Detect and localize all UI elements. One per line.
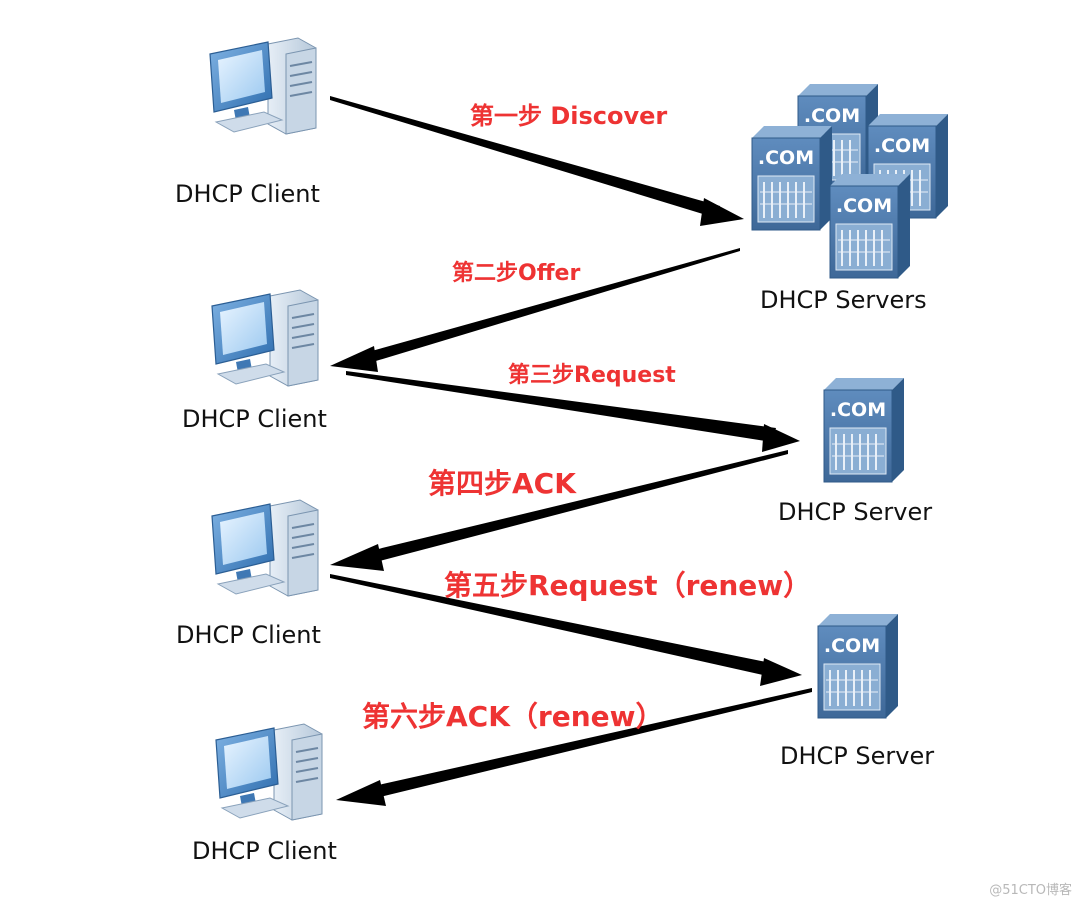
- step-label-6: 第六步ACK（renew）: [362, 700, 664, 733]
- server-badge-label: .COM: [804, 105, 860, 127]
- client-label-4: DHCP Client: [192, 837, 337, 865]
- step-label-1: 第一步 Discover: [470, 102, 667, 130]
- server-badge-label: .COM: [836, 195, 892, 217]
- arrow-discover: [330, 96, 744, 226]
- arrow-ack: [330, 450, 788, 571]
- arrow-ack-renew: [336, 688, 812, 806]
- servers-cluster: .COM .COM .COM .COM: [751, 83, 949, 279]
- server-badge-label: .COM: [824, 635, 880, 657]
- client-label-1: DHCP Client: [175, 180, 320, 208]
- client-computer-icon-3: [211, 499, 319, 597]
- arrow-request-renew: [330, 574, 802, 686]
- server-icon: .COM: [751, 125, 833, 231]
- server-icon: .COM: [797, 83, 879, 189]
- server-badge-label: .COM: [830, 399, 886, 421]
- server-badge-label: .COM: [758, 147, 814, 169]
- server-label-2: DHCP Server: [780, 742, 934, 770]
- server-icon: .COM: [829, 173, 911, 279]
- step-label-5: 第五步Request（renew）: [444, 569, 811, 602]
- server-label-1: DHCP Server: [778, 498, 932, 526]
- server-icon: .COM: [867, 113, 949, 219]
- servers-label: DHCP Servers: [760, 286, 927, 314]
- step-label-3: 第三步Request: [508, 362, 676, 388]
- server-icon-2: .COM: [817, 613, 899, 719]
- client-computer-icon-2: [211, 289, 319, 387]
- watermark-text: @51CTO博客: [989, 882, 1072, 898]
- arrow-offer: [330, 248, 740, 372]
- step-label-4: 第四步ACK: [428, 467, 577, 500]
- client-computer-icon-4: [215, 723, 323, 821]
- client-computer-icon-1: [209, 37, 317, 135]
- client-label-2: DHCP Client: [182, 405, 327, 433]
- step-label-2: 第二步Offer: [452, 260, 580, 286]
- client-label-3: DHCP Client: [176, 621, 321, 649]
- server-badge-label: .COM: [874, 135, 930, 157]
- arrow-request: [346, 371, 800, 452]
- server-icon-1: .COM: [823, 377, 905, 483]
